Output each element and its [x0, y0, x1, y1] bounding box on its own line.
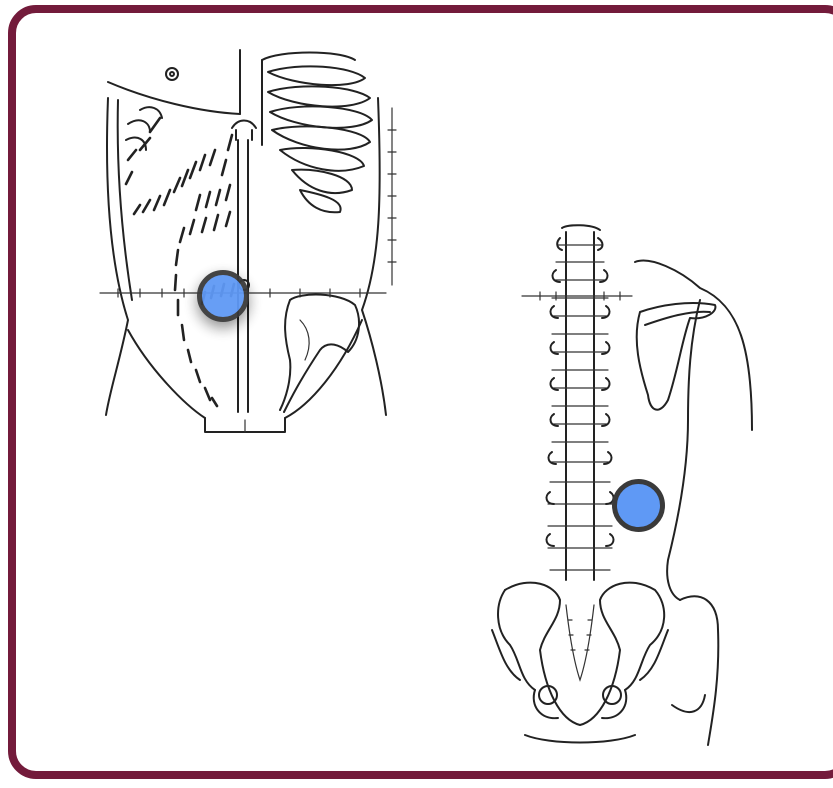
location-marker-front[interactable]: [197, 270, 249, 322]
front-torso-figure: [95, 45, 415, 445]
spine-drawing: [522, 225, 632, 580]
location-marker-back[interactable]: [612, 479, 665, 532]
scapula-drawing: [637, 303, 716, 410]
hatched-region: [126, 118, 234, 406]
pelvis-back-drawing: [492, 583, 668, 743]
pelvis-drawing: [280, 295, 359, 412]
